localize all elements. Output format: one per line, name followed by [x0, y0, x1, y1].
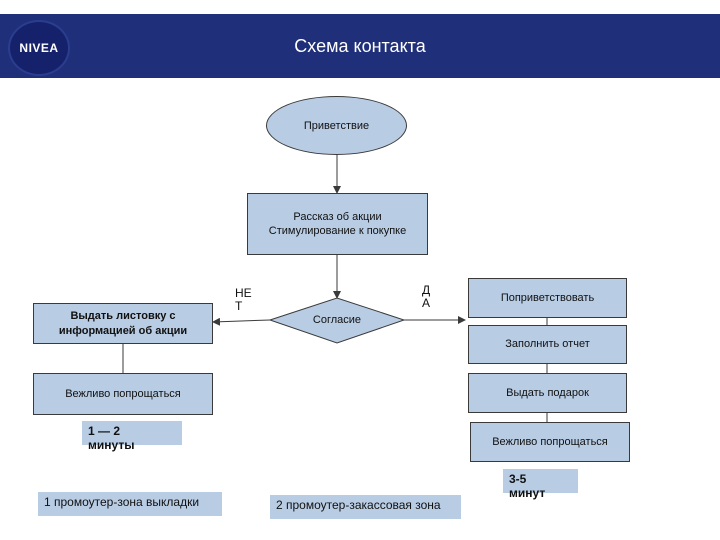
zone-1-text: 1 промоутер-зона выкладки [44, 495, 200, 509]
node-fill-report: Заполнить отчет [468, 325, 627, 364]
page-title: Схема контакта [294, 36, 426, 56]
node-give-gift: Выдать подарок [468, 373, 627, 413]
node-greeting: Приветствие [266, 96, 407, 155]
node-leaflet-line2: информацией об акции [58, 324, 188, 337]
node-leaflet-line1: Выдать листовку с [70, 310, 176, 323]
duration-right-text: 3-5 минут [509, 472, 546, 501]
node-goodbye-right: Вежливо попрощаться [470, 422, 630, 462]
zone-1-badge: 1 промоутер-зона выкладки [38, 492, 222, 516]
node-story-line1: Рассказ об акции [293, 210, 382, 223]
header-bar: NIVEA Схема контакта [0, 14, 720, 78]
duration-left-badge: 1 — 2 минуты [82, 421, 182, 452]
node-consent-label: Согласие [312, 314, 362, 326]
node-story-line2: Стимулирование к покупке [268, 225, 407, 237]
consent-diamond [268, 297, 406, 344]
branch-yes-label: Д А [422, 283, 431, 311]
nivea-logo: NIVEA [8, 20, 70, 76]
arrow-consent-to-leaflet [212, 317, 271, 326]
zone-2-text: 2 промоутер-закассовая зона [276, 498, 441, 512]
duration-right-badge: 3-5 минут [503, 469, 578, 500]
node-greet-again: Поприветствовать [468, 278, 627, 318]
logo-text: NIVEA [19, 41, 59, 55]
zone-2-badge: 2 промоутер-закассовая зона [270, 495, 461, 519]
branch-no-label: НЕ Т [235, 286, 252, 314]
duration-left-text: 1 — 2 минуты [88, 424, 135, 453]
node-goodbye-left: Вежливо попрощаться [33, 373, 213, 415]
